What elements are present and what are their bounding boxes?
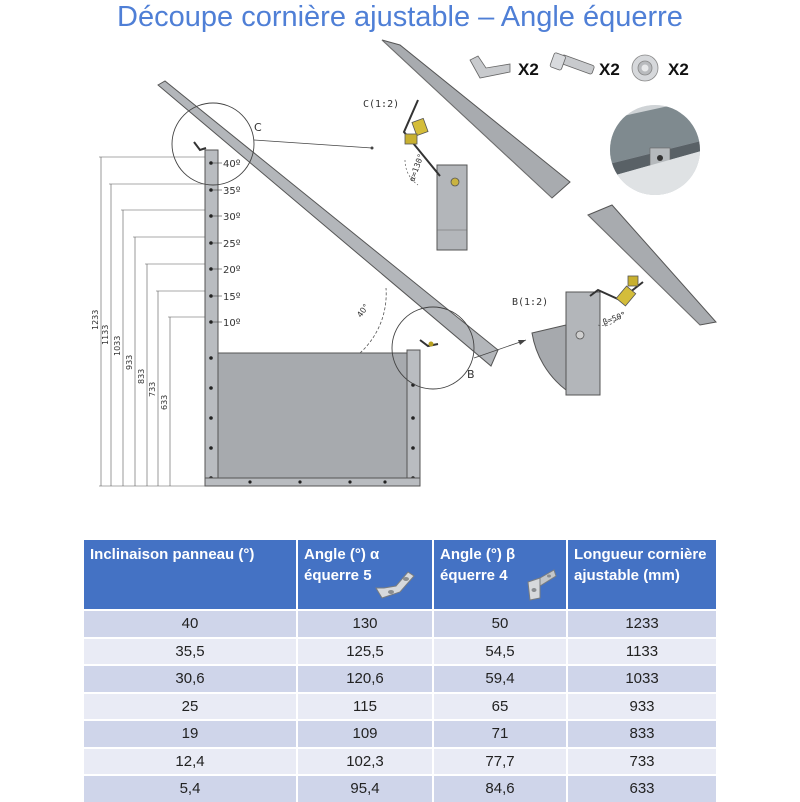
header-text: Angle (°) β xyxy=(440,546,516,563)
table-cell: 71 xyxy=(433,719,568,748)
table-row: 40 130 50 1233 xyxy=(84,609,716,638)
angle-tick: 10º xyxy=(223,318,241,329)
table-cell: 1133 xyxy=(567,636,716,665)
angle-tick: 35º xyxy=(223,186,241,197)
nut-icon xyxy=(631,54,659,82)
page-title: Découpe cornière ajustable – Angle équer… xyxy=(117,1,683,33)
angle-tick: 20º xyxy=(223,265,241,276)
bolt-icon xyxy=(549,52,595,75)
dimension-value: 733 xyxy=(148,382,157,397)
dimension-value: 633 xyxy=(160,395,169,410)
table-cell: 5,4 xyxy=(84,774,298,802)
table-cell: 12,4 xyxy=(84,746,298,775)
table-cell: 1033 xyxy=(567,664,716,693)
table-cell: 19 xyxy=(84,719,298,748)
table-row: 12,4 102,3 77,7 733 xyxy=(84,746,716,775)
dimension-value: 1033 xyxy=(113,336,122,356)
table-cell: 115 xyxy=(297,691,434,720)
header-text: Inclinaison panneau (°) xyxy=(90,546,255,563)
angle-tick: 15º xyxy=(223,292,241,303)
detail-c-view: α=130° C(1:2) xyxy=(363,39,571,251)
header-length: Longueur cornière ajustable (mm) xyxy=(567,540,716,610)
table-cell: 65 xyxy=(433,691,568,720)
table-cell: 733 xyxy=(567,746,716,775)
detail-b-circle xyxy=(391,306,475,390)
table-cell: 633 xyxy=(567,774,716,802)
detail-c-title: C(1:2) xyxy=(363,99,399,110)
kit-qty: X2 xyxy=(668,60,689,79)
table-cell: 77,7 xyxy=(433,746,568,775)
header-text: ajustable (mm) xyxy=(574,567,680,584)
header-text: équerre 5 xyxy=(304,567,372,584)
table-row: 19 109 71 833 xyxy=(84,719,716,748)
table-row: 5,4 95,4 84,6 633 xyxy=(84,774,716,802)
bottom-bracket-icon xyxy=(419,339,439,348)
beta-label: β=50° xyxy=(602,310,628,327)
table-cell: 130 xyxy=(297,609,434,638)
header-text: Angle (°) α xyxy=(304,546,380,563)
detail-b-marker: B xyxy=(467,368,475,381)
top-bracket-icon xyxy=(193,141,207,152)
angle-tick: 25º xyxy=(223,239,241,250)
table-cell: 59,4 xyxy=(433,664,568,693)
table-cell: 125,5 xyxy=(297,636,434,665)
table-cell: 120,6 xyxy=(297,664,434,693)
bracket-5-icon xyxy=(375,571,415,599)
table-cell: 54,5 xyxy=(433,636,568,665)
back-plate xyxy=(217,352,408,485)
angle-bracket-icon xyxy=(469,55,511,79)
bracket-4-icon xyxy=(527,569,557,601)
table-cell: 933 xyxy=(567,691,716,720)
header-angle-beta: Angle (°) β équerre 4 xyxy=(433,540,568,610)
installation-photo xyxy=(610,105,700,195)
dimension-value: 933 xyxy=(125,355,134,370)
adjustable-post xyxy=(204,149,219,487)
detail-c-circle xyxy=(171,102,255,186)
bottom-rail xyxy=(204,477,421,487)
detail-c-marker: C xyxy=(254,121,262,134)
kit-bolt: X2 xyxy=(549,52,620,79)
angle-tick: 40º xyxy=(223,159,241,170)
kit-nut: X2 xyxy=(631,54,689,82)
dimension-value: 833 xyxy=(137,369,146,384)
table-header-row: Inclinaison panneau (°) Angle (°) α éque… xyxy=(84,540,716,610)
technical-drawing: 40° C B 40º 35º 30º 25º 20º 15º 10º xyxy=(91,39,717,487)
dimension-value: 1233 xyxy=(91,310,100,330)
table-cell: 95,4 xyxy=(297,774,434,802)
kit-qty: X2 xyxy=(518,60,539,79)
spec-table: Inclinaison panneau (°) Angle (°) α éque… xyxy=(84,540,716,802)
detail-b-view: β=50° B(1:2) xyxy=(512,204,717,396)
table-cell: 84,6 xyxy=(433,774,568,802)
header-inclination: Inclinaison panneau (°) xyxy=(84,540,298,610)
angle-ticks: 40º 35º 30º 25º 20º 15º 10º xyxy=(213,159,241,329)
alpha-label: α=130° xyxy=(407,152,425,182)
angle-tick: 30º xyxy=(223,212,241,223)
header-text: équerre 4 xyxy=(440,567,508,584)
dimension-values: 1233 1133 1033 933 833 733 633 xyxy=(91,310,169,410)
kit-bracket: X2 xyxy=(469,55,539,79)
table-cell: 35,5 xyxy=(84,636,298,665)
kit-qty: X2 xyxy=(599,60,620,79)
detail-b-title: B(1:2) xyxy=(512,297,548,308)
table-cell: 1233 xyxy=(567,609,716,638)
dimension-lines xyxy=(99,156,205,487)
table-row: 25 115 65 933 xyxy=(84,691,716,720)
table-cell: 40 xyxy=(84,609,298,638)
header-text: Longueur cornière xyxy=(574,546,707,563)
table-cell: 30,6 xyxy=(84,664,298,693)
table-cell: 109 xyxy=(297,719,434,748)
table-cell: 25 xyxy=(84,691,298,720)
header-angle-alpha: Angle (°) α équerre 5 xyxy=(297,540,434,610)
table-row: 30,6 120,6 59,4 1033 xyxy=(84,664,716,693)
table-cell: 50 xyxy=(433,609,568,638)
panel-angle-label: 40° xyxy=(355,302,371,319)
table-row: 35,5 125,5 54,5 1133 xyxy=(84,636,716,665)
dimension-value: 1133 xyxy=(101,325,110,345)
table-cell: 833 xyxy=(567,719,716,748)
angle-arc xyxy=(359,287,387,354)
table-cell: 102,3 xyxy=(297,746,434,775)
